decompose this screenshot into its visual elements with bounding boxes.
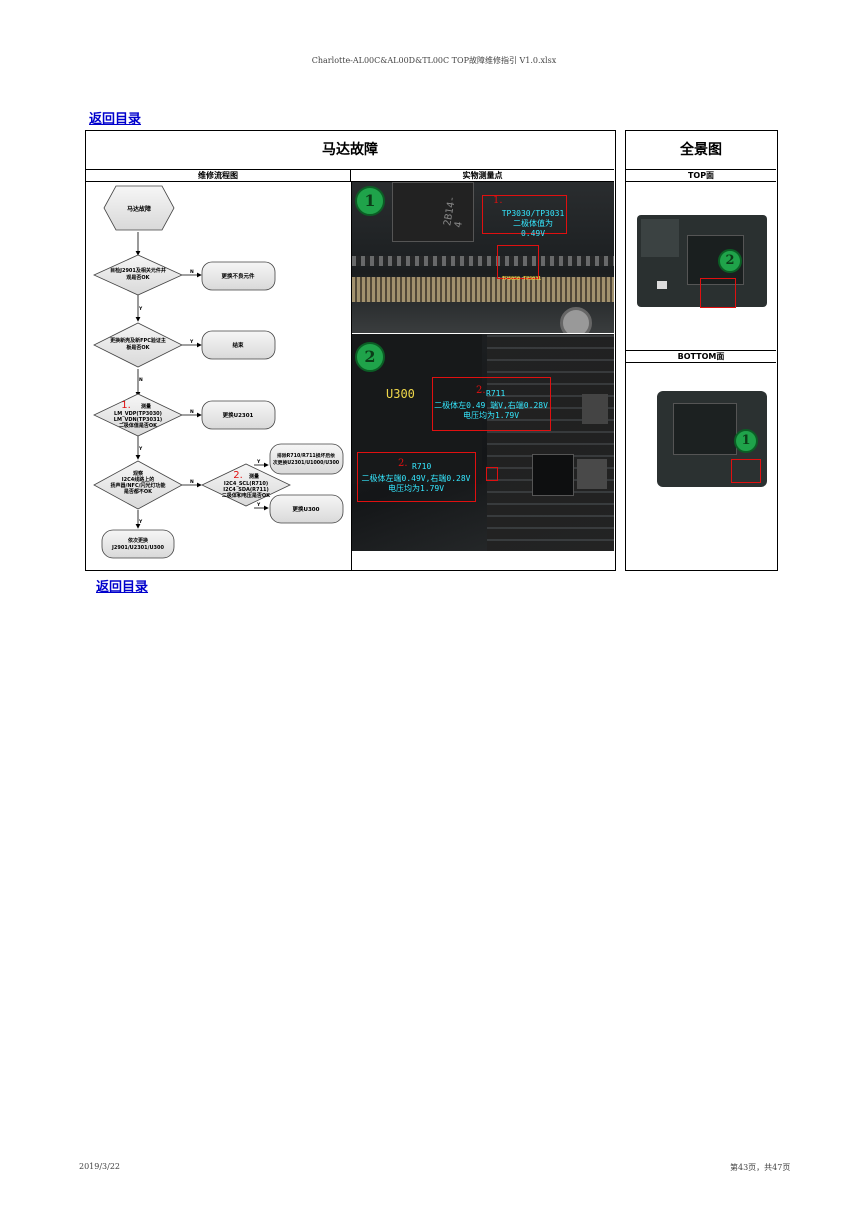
flow-action-5a [269, 443, 344, 475]
flow-decision-5-num: 2. [233, 470, 243, 481]
flow-action-5b [269, 494, 344, 524]
column-flowchart-header: 维修流程图 [86, 169, 351, 182]
screw-hole [560, 307, 592, 333]
label-sticker [657, 281, 667, 289]
component-field [487, 334, 614, 551]
flow-yes-label: Y [256, 502, 261, 508]
top-board-highlight [700, 278, 736, 308]
photo2-r710-note: 二极体左端0.49V,右端0.28V 电压均为1.79V [361, 474, 471, 493]
photo2-highlight-box-r711 [432, 377, 551, 431]
photo2-r711-label: R711 [486, 389, 506, 398]
flow-action-1-text: 更换不良元件 [221, 272, 255, 280]
photo2-step-number-2: 2. [398, 458, 408, 469]
flow-decision-3-num: 1. [121, 400, 131, 411]
photo2-chip-label: U300 [386, 387, 415, 401]
photo1-testpoint-box [497, 245, 539, 279]
photo1-step-number: 1. [493, 195, 503, 206]
flow-yes-label: Y [138, 306, 143, 312]
photo2-highlight-box-r710 [357, 452, 476, 502]
flow-action-1 [201, 261, 276, 291]
flow-decision-5 [201, 463, 291, 507]
flow-yes-label: Y [138, 519, 143, 525]
flow-action-2-text: 结束 [232, 341, 244, 349]
flow-action-3 [201, 400, 276, 430]
photo1-testpoint-label: TP3030 TP3031 [502, 276, 542, 282]
bottom-board-highlight [731, 459, 761, 483]
photo2-r711-note: 二极体左0.49 端V,右端0.28V 电压均为1.79V [434, 401, 548, 420]
measurement-photo-1: 2B14-4 1 1. TP3030/TP3031 二极体值为 0.49V TP… [352, 182, 614, 333]
bottom-board-badge: 1 [734, 429, 758, 453]
flow-decision-2 [93, 322, 183, 368]
photo1-note: TP3030/TP3031 二极体值为 0.49V [501, 209, 565, 238]
top-side-header: TOP面 [626, 169, 776, 182]
footer-date: 2019/3/22 [79, 1162, 121, 1171]
repair-flowchart: 马达故障 目检J2901及相关元件并观是否OK 更换不良元件 更换新壳及新FPC… [93, 185, 344, 559]
flow-action-2 [201, 330, 276, 360]
flow-yes-label: Y [138, 446, 143, 452]
back-to-toc-link-bottom[interactable]: 返回目录 [96, 580, 149, 595]
footer-page-number: 第43页，共47页 [730, 1163, 791, 1172]
photo2-component-marker [486, 467, 498, 481]
flow-yes-label: Y [189, 339, 194, 345]
inductor [577, 459, 607, 489]
back-to-toc-link-top[interactable]: 返回目录 [89, 112, 142, 127]
shield-can [673, 403, 737, 455]
ic-package [532, 454, 574, 496]
flow-no-label: N [190, 479, 194, 485]
top-board-photo: 2 [637, 215, 767, 308]
document-filename: Charlotte-AL00C&AL00D&TL00C TOP故障维修指引 V1… [311, 56, 557, 65]
flow-decision-2-text: 更换新壳及新FPC验证主板是否OK [110, 337, 166, 351]
inductor [582, 394, 608, 424]
flow-no-label: N [139, 377, 143, 383]
flow-action-3-text: 更换U2301 [223, 411, 254, 419]
column-measure-header: 实物测量点 [351, 169, 614, 182]
photo2-badge: 2 [355, 342, 385, 372]
section-title: 马达故障 [322, 142, 378, 158]
camera-module [641, 219, 679, 257]
flow-start-text: 马达故障 [127, 205, 151, 213]
flow-action-5b-text: 更换U300 [293, 505, 320, 513]
photo2-r710-label: R710 [412, 462, 432, 471]
panorama-title: 全景图 [680, 142, 722, 158]
chip-area: 2B14-4 [392, 182, 474, 242]
flow-start-node [103, 185, 175, 231]
top-board-badge: 2 [718, 249, 742, 273]
column-divider [351, 182, 352, 570]
bottom-side-header: BOTTOM面 [626, 350, 776, 363]
flow-action-5a-text: 排除R710/R711损坏后依次更换U2301/U1000/U300 [273, 452, 340, 466]
photo2-step-number-1: 2. [476, 385, 486, 396]
component-row [352, 256, 614, 266]
panorama-table: 全景图 TOP面 BOTTOM面 2 1 [625, 130, 778, 571]
bottom-board-photo: 1 [657, 391, 767, 487]
photo1-badge: 1 [355, 186, 385, 216]
chip-marking: 2B14-4 [442, 195, 465, 229]
flow-decision-4 [93, 460, 183, 510]
measurement-photo-2: 2 U300 2. R711 二极体左0.49 端V,右端0.28V 电压均为1… [352, 334, 614, 551]
fault-table: 马达故障 维修流程图 实物测量点 马达故障 [85, 130, 616, 571]
flow-end-node [101, 529, 175, 559]
connector-strip [352, 277, 614, 302]
flow-decision-1 [93, 254, 183, 296]
flow-no-label: N [190, 409, 194, 415]
flow-decision-3 [93, 393, 183, 437]
photo1-highlight-box [482, 195, 567, 234]
flow-decision-1-text: 目检J2901及相关元件并观是否OK [110, 267, 166, 281]
flow-no-label: N [190, 269, 194, 275]
flow-yes-label: Y [256, 459, 261, 465]
